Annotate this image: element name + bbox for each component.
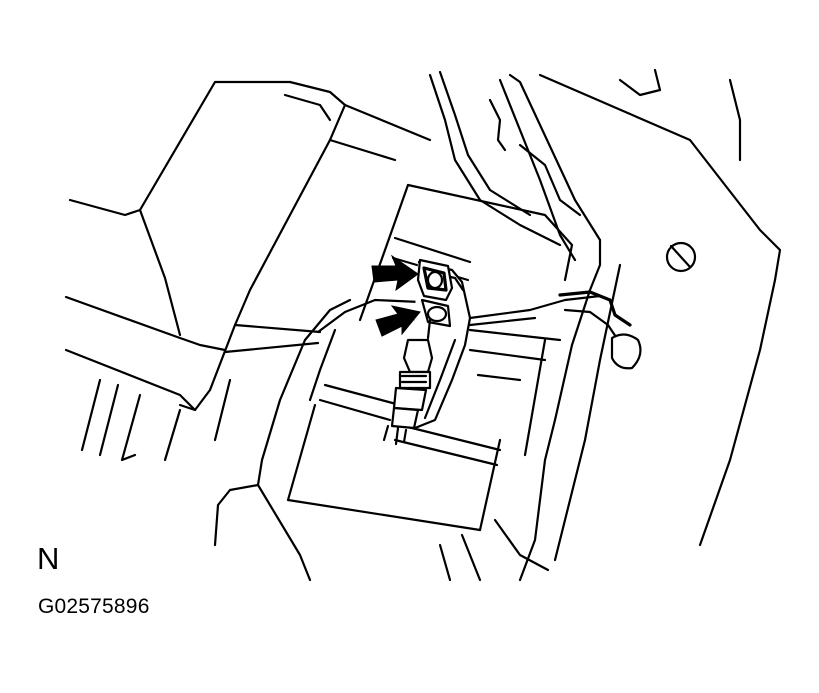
figure-code: G02575896	[38, 595, 150, 618]
right-frame	[488, 68, 782, 582]
upper-connector	[416, 258, 454, 302]
support-legs	[80, 378, 232, 462]
lower-connector	[420, 298, 452, 340]
orientation-label: N	[37, 541, 60, 576]
callout-arrow-lower	[375, 305, 421, 337]
mounting-plate	[213, 183, 574, 582]
housing-panel	[64, 80, 432, 412]
wire-harness	[316, 70, 642, 370]
arrow-icon	[371, 254, 419, 292]
callout-arrow-upper	[371, 254, 419, 292]
switch-plug	[382, 338, 434, 446]
arrow-icon	[375, 305, 421, 337]
